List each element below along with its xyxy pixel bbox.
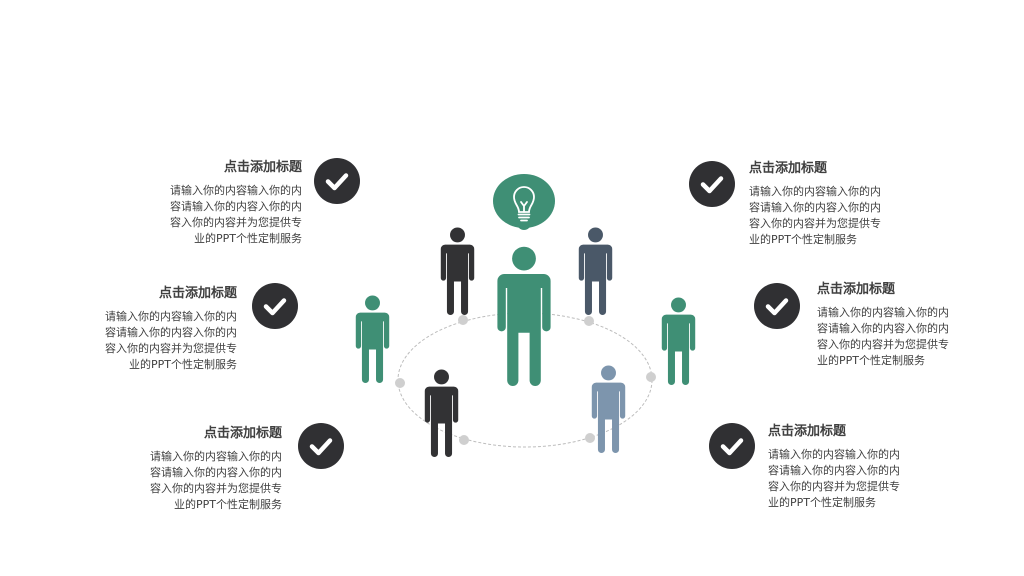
block-title[interactable]: 点击添加标题 (749, 161, 828, 176)
block-title[interactable]: 点击添加标题 (158, 286, 237, 301)
info-block-left-2: 点击添加标题 请输入你的内容输入你的内 容请输入你的内容入你的内 容入你的内容并… (77, 286, 237, 373)
block-title[interactable]: 点击添加标题 (203, 426, 282, 441)
info-block-left-1: 点击添加标题 请输入你的内容输入你的内 容请输入你的内容入你的内 容入你的内容并… (142, 160, 302, 247)
block-title[interactable]: 点击添加标题 (223, 160, 302, 175)
person-icon-center (497, 246, 551, 386)
person-icon-mid-left (355, 295, 390, 383)
ring-dot (395, 378, 405, 388)
person-icon-lower-left (424, 369, 459, 457)
info-block-right-3: 点击添加标题 请输入你的内容输入你的内 容请输入你的内容入你的内 容入你的内容并… (768, 424, 928, 511)
person-icon-lower-right (591, 365, 626, 453)
block-body[interactable]: 请输入你的内容输入你的内 容请输入你的内容入你的内 容入你的内容并为您提供专 业… (170, 184, 302, 245)
person-icon-upper-left (440, 227, 475, 315)
ring-dot (458, 315, 468, 325)
block-title[interactable]: 点击添加标题 (768, 424, 847, 439)
block-body[interactable]: 请输入你的内容输入你的内 容请输入你的内容入你的内 容入你的内容并为您提供专 业… (105, 310, 237, 371)
lightbulb-icon (513, 186, 535, 222)
check-icon (700, 176, 724, 194)
ring-dot (584, 316, 594, 326)
check-badge-right-1 (689, 161, 735, 207)
check-icon (765, 298, 789, 316)
info-block-right-2: 点击添加标题 请输入你的内容输入你的内 容请输入你的内容入你的内 容入你的内容并… (817, 282, 977, 369)
block-title[interactable]: 点击添加标题 (817, 282, 896, 297)
block-body[interactable]: 请输入你的内容输入你的内 容请输入你的内容入你的内 容入你的内容并为您提供专 业… (150, 450, 282, 511)
check-badge-right-3 (709, 423, 755, 469)
check-badge-left-2 (252, 283, 298, 329)
check-badge-left-3 (298, 423, 344, 469)
person-icon-upper-right (578, 227, 613, 315)
person-icon-mid-right (661, 297, 696, 385)
info-block-left-3: 点击添加标题 请输入你的内容输入你的内 容请输入你的内容入你的内 容入你的内容并… (122, 426, 282, 513)
check-badge-left-1 (314, 158, 360, 204)
block-body[interactable]: 请输入你的内容输入你的内 容请输入你的内容入你的内 容入你的内容并为您提供专 业… (817, 306, 949, 367)
check-badge-right-2 (754, 283, 800, 329)
check-icon (309, 438, 333, 456)
check-icon (263, 298, 287, 316)
check-icon (720, 438, 744, 456)
idea-bubble (493, 174, 555, 230)
info-block-right-1: 点击添加标题 请输入你的内容输入你的内 容请输入你的内容入你的内 容入你的内容并… (749, 161, 909, 248)
block-body[interactable]: 请输入你的内容输入你的内 容请输入你的内容入你的内 容入你的内容并为您提供专 业… (768, 448, 900, 509)
ring-dot (646, 372, 656, 382)
ring-dot (585, 433, 595, 443)
check-icon (325, 173, 349, 191)
block-body[interactable]: 请输入你的内容输入你的内 容请输入你的内容入你的内 容入你的内容并为您提供专 业… (749, 185, 881, 246)
ring-dot (459, 435, 469, 445)
